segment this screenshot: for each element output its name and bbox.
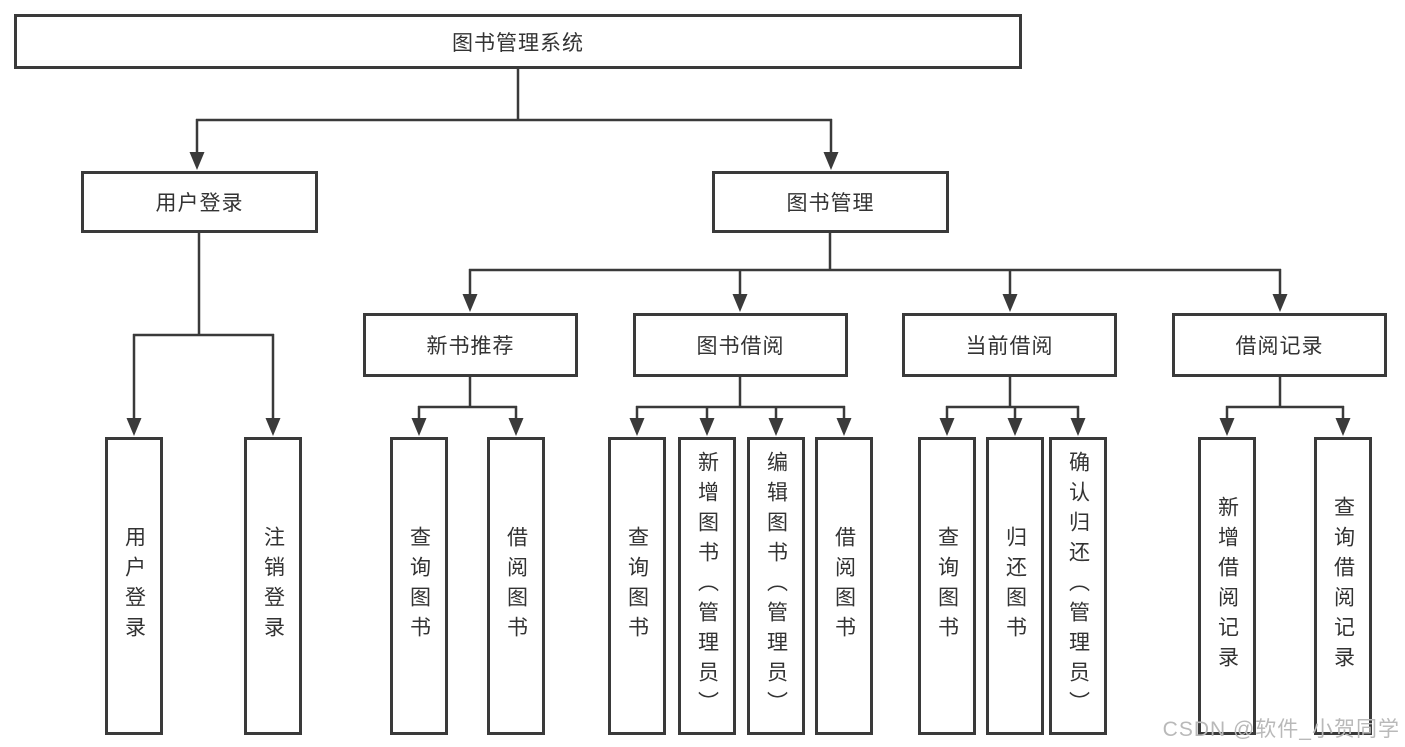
node-user-login-label: 用户登录 — [155, 192, 244, 215]
leaf-query-books-recommend-label: 查询图书 — [407, 526, 431, 646]
leaf-return-book-label: 归还图书 — [1003, 526, 1027, 646]
node-current-borrowing: 当前借阅 — [902, 313, 1117, 377]
leaf-query-books-borrowing-label: 查询图书 — [625, 526, 649, 646]
arrowheads — [126, 152, 1351, 436]
node-new-book-recommend-label: 新书推荐 — [426, 335, 515, 358]
leaf-confirm-return-admin: 确认归还（管理员） — [1049, 437, 1107, 735]
leaf-user-login-label: 用户登录 — [122, 526, 146, 646]
leaf-edit-book-admin: 编辑图书（管理员） — [747, 437, 805, 735]
leaf-borrow-books-borrowing: 借阅图书 — [815, 437, 873, 735]
leaf-return-book: 归还图书 — [986, 437, 1044, 735]
leaf-add-book-admin: 新增图书（管理员） — [678, 437, 736, 735]
node-book-management-label: 图书管理 — [786, 192, 875, 215]
leaf-logout: 注销登录 — [244, 437, 302, 735]
node-book-management: 图书管理 — [712, 171, 949, 233]
node-borrow-records-label: 借阅记录 — [1235, 335, 1324, 358]
leaf-borrow-books-recommend-label: 借阅图书 — [504, 526, 528, 646]
leaf-borrow-books-recommend: 借阅图书 — [487, 437, 545, 735]
node-root: 图书管理系统 — [14, 14, 1022, 69]
leaf-confirm-return-admin-label: 确认归还（管理员） — [1066, 451, 1090, 721]
leaf-query-books-current-label: 查询图书 — [935, 526, 959, 646]
node-user-login: 用户登录 — [81, 171, 318, 233]
leaf-query-borrow-record: 查询借阅记录 — [1314, 437, 1372, 735]
leaf-edit-book-admin-label: 编辑图书（管理员） — [764, 451, 788, 721]
node-book-borrowing-label: 图书借阅 — [696, 335, 785, 358]
node-book-borrowing: 图书借阅 — [633, 313, 848, 377]
leaf-logout-label: 注销登录 — [261, 526, 285, 646]
leaf-add-borrow-record-label: 新增借阅记录 — [1215, 496, 1239, 676]
leaf-borrow-books-borrowing-label: 借阅图书 — [832, 526, 856, 646]
leaf-user-login: 用户登录 — [105, 437, 163, 735]
node-root-label: 图书管理系统 — [452, 31, 584, 55]
leaf-query-books-recommend: 查询图书 — [390, 437, 448, 735]
leaf-query-books-borrowing: 查询图书 — [608, 437, 666, 735]
leaf-query-borrow-record-label: 查询借阅记录 — [1331, 496, 1355, 676]
node-borrow-records: 借阅记录 — [1172, 313, 1387, 377]
leaf-add-book-admin-label: 新增图书（管理员） — [695, 451, 719, 721]
csdn-watermark: CSDN @软件_小贺同学 — [1162, 718, 1400, 741]
node-new-book-recommend: 新书推荐 — [363, 313, 578, 377]
leaf-add-borrow-record: 新增借阅记录 — [1198, 437, 1256, 735]
leaf-query-books-current: 查询图书 — [918, 437, 976, 735]
node-current-borrowing-label: 当前借阅 — [965, 335, 1054, 358]
